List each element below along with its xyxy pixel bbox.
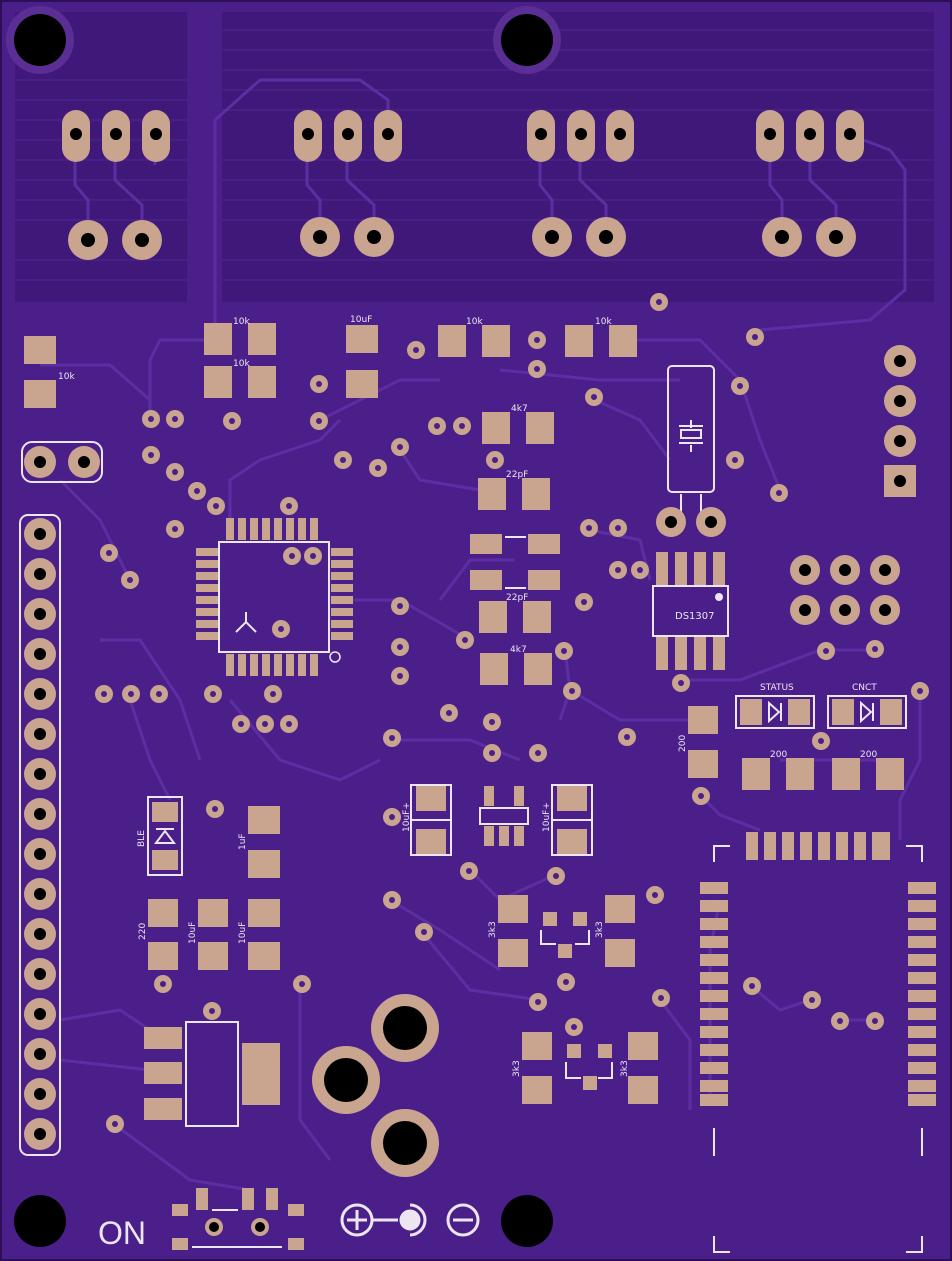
center-positive-icon bbox=[372, 1203, 427, 1237]
barrel-jack-pads bbox=[312, 994, 439, 1177]
label-r-220: 220 bbox=[138, 923, 148, 940]
label-r-3k3-b: 3k3 bbox=[595, 921, 605, 938]
label-cnct: CNCT bbox=[852, 683, 877, 693]
icsp-header bbox=[790, 555, 900, 625]
led-icon bbox=[154, 828, 176, 844]
led-cnct bbox=[827, 695, 907, 729]
label-status: STATUS bbox=[760, 683, 794, 693]
ble-module bbox=[700, 832, 936, 1253]
label-r-3k3-d: 3k3 bbox=[620, 1060, 630, 1077]
label-c-22pf-b: 22pF bbox=[506, 593, 528, 603]
crystal-icon bbox=[679, 420, 703, 452]
header-right-4pin bbox=[884, 345, 916, 497]
smd-pads bbox=[24, 323, 904, 1250]
label-c-10uf-top: 10uF bbox=[350, 315, 372, 325]
label-r-10k-d: 10k bbox=[466, 317, 483, 327]
header-2pin bbox=[21, 441, 103, 483]
ds1307-chip bbox=[652, 552, 729, 670]
led-status bbox=[735, 695, 815, 729]
label-ble: BLE bbox=[137, 830, 147, 847]
label-c-22pf-a: 22pF bbox=[506, 470, 528, 480]
osc-outline bbox=[505, 536, 526, 589]
label-r-4k7-a: 4k7 bbox=[511, 404, 528, 414]
via-holes bbox=[101, 299, 923, 1127]
silk-labels: 10k 10k 10k 10uF 10k 10k 4k7 22pF 22pF 4… bbox=[58, 315, 877, 1251]
label-c-10uf-b: 10uF bbox=[238, 922, 248, 944]
sot-outlines bbox=[540, 930, 613, 1079]
mounting-holes bbox=[6, 6, 561, 1247]
label-c-10uf-a: 10uF bbox=[188, 922, 198, 944]
audio-jack-holes bbox=[70, 128, 856, 140]
minus-icon bbox=[446, 1203, 480, 1237]
label-c-1uf: 1uF bbox=[238, 833, 248, 850]
led-icon bbox=[768, 700, 782, 724]
traces bbox=[40, 78, 922, 1192]
label-r-200-b: 200 bbox=[770, 750, 787, 760]
label-r-10k-c: 10k bbox=[233, 359, 250, 369]
label-r-10k-b: 10k bbox=[233, 317, 250, 327]
label-c-10ufp-a: 10uF+ bbox=[402, 802, 412, 832]
label-c-10ufp-b: 10uF+ bbox=[542, 802, 552, 832]
label-r-3k3-a: 3k3 bbox=[488, 921, 498, 938]
header-left-long bbox=[19, 514, 61, 1156]
mcu-chip bbox=[196, 518, 353, 676]
round-pads-top bbox=[68, 217, 856, 260]
label-r-3k3-c: 3k3 bbox=[512, 1060, 522, 1077]
polarity-symbol bbox=[340, 1203, 480, 1237]
crystal-32khz bbox=[656, 365, 726, 537]
label-r-4k7-b: 4k7 bbox=[510, 645, 527, 655]
label-r-200-a: 200 bbox=[678, 735, 688, 752]
led-icon bbox=[860, 700, 874, 724]
label-ic-rtc: DS1307 bbox=[675, 611, 715, 622]
label-r-10k-a: 10k bbox=[58, 372, 75, 382]
power-switch bbox=[192, 1209, 282, 1248]
label-r-10k-e: 10k bbox=[595, 317, 612, 327]
label-r-200-c: 200 bbox=[860, 750, 877, 760]
led-ble bbox=[147, 796, 183, 876]
regulator-outline bbox=[185, 1021, 239, 1127]
elec-caps bbox=[410, 784, 593, 856]
label-switch-on: ON bbox=[98, 1215, 146, 1251]
